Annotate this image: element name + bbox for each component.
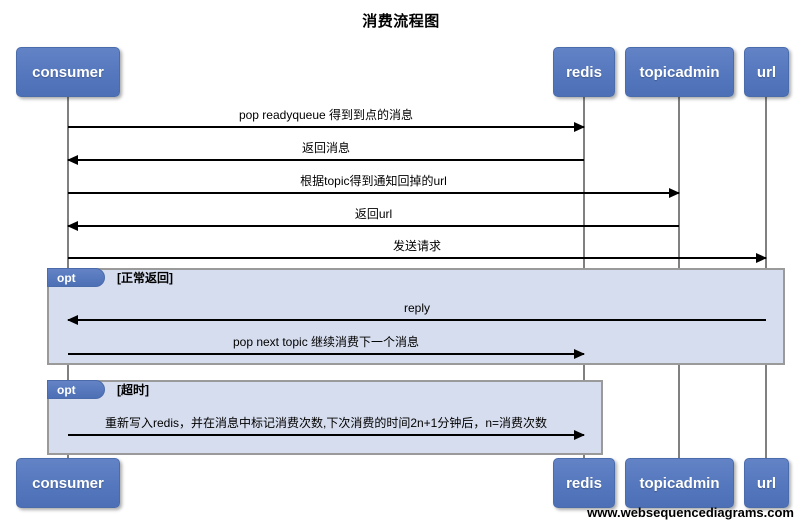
fragment-guard-label: [正常返回] (117, 271, 173, 285)
message-label: 返回消息 (301, 141, 350, 155)
arrow-head-icon (574, 349, 585, 359)
actor-box-redis-top[interactable]: redis (553, 47, 615, 97)
actor-box-redis-bottom[interactable]: redis (553, 458, 615, 508)
message-label: pop readyqueue 得到到点的消息 (238, 108, 414, 122)
fragment-opt-normal: opt [正常返回] (47, 268, 785, 365)
message-line (68, 225, 679, 227)
message-label: 重新写入redis，并在消息中标记消费次数,下次消费的时间2n+1分钟后，n=消… (104, 416, 548, 430)
fragment-opt-timeout: opt [超时] (47, 380, 603, 455)
fragment-keyword-tab: opt (47, 268, 105, 287)
arrow-head-icon (67, 315, 78, 325)
watermark: www.websequencediagrams.com (587, 505, 794, 520)
message-label: 发送请求 (392, 239, 441, 253)
actor-label: consumer (32, 63, 104, 81)
message-line (68, 353, 584, 355)
message-label: 根据topic得到通知回掉的url (300, 174, 447, 188)
arrow-head-icon (574, 122, 585, 132)
actor-box-url-bottom[interactable]: url (744, 458, 789, 508)
actor-label: redis (566, 474, 602, 492)
arrow-head-icon (67, 221, 78, 231)
actor-label: url (756, 474, 777, 492)
message-label: reply (403, 301, 430, 315)
actor-box-consumer-top[interactable]: consumer (16, 47, 120, 97)
actor-label: consumer (32, 474, 104, 492)
message-line (68, 257, 766, 259)
actor-label: topicadmin (639, 474, 720, 492)
fragment-keyword-tab: opt (47, 380, 105, 399)
actor-box-topicadmin-top[interactable]: topicadmin (625, 47, 734, 97)
actor-box-url-top[interactable]: url (744, 47, 789, 97)
message-line (68, 192, 679, 194)
actor-box-topicadmin-bottom[interactable]: topicadmin (625, 458, 734, 508)
arrow-head-icon (756, 253, 767, 263)
arrow-head-icon (669, 188, 680, 198)
message-line (68, 434, 584, 436)
arrow-head-icon (67, 155, 78, 165)
actor-label: topicadmin (639, 63, 720, 81)
actor-label: url (756, 63, 777, 81)
actor-box-consumer-bottom[interactable]: consumer (16, 458, 120, 508)
message-line (68, 126, 584, 128)
arrow-head-icon (574, 430, 585, 440)
message-line (68, 159, 584, 161)
message-line (68, 319, 766, 321)
page-title: 消费流程图 (362, 13, 440, 30)
fragment-guard-label: [超时] (117, 383, 149, 397)
actor-label: redis (566, 63, 602, 81)
message-label: pop next topic 继续消费下一个消息 (232, 335, 420, 349)
message-label: 返回url (354, 207, 393, 221)
